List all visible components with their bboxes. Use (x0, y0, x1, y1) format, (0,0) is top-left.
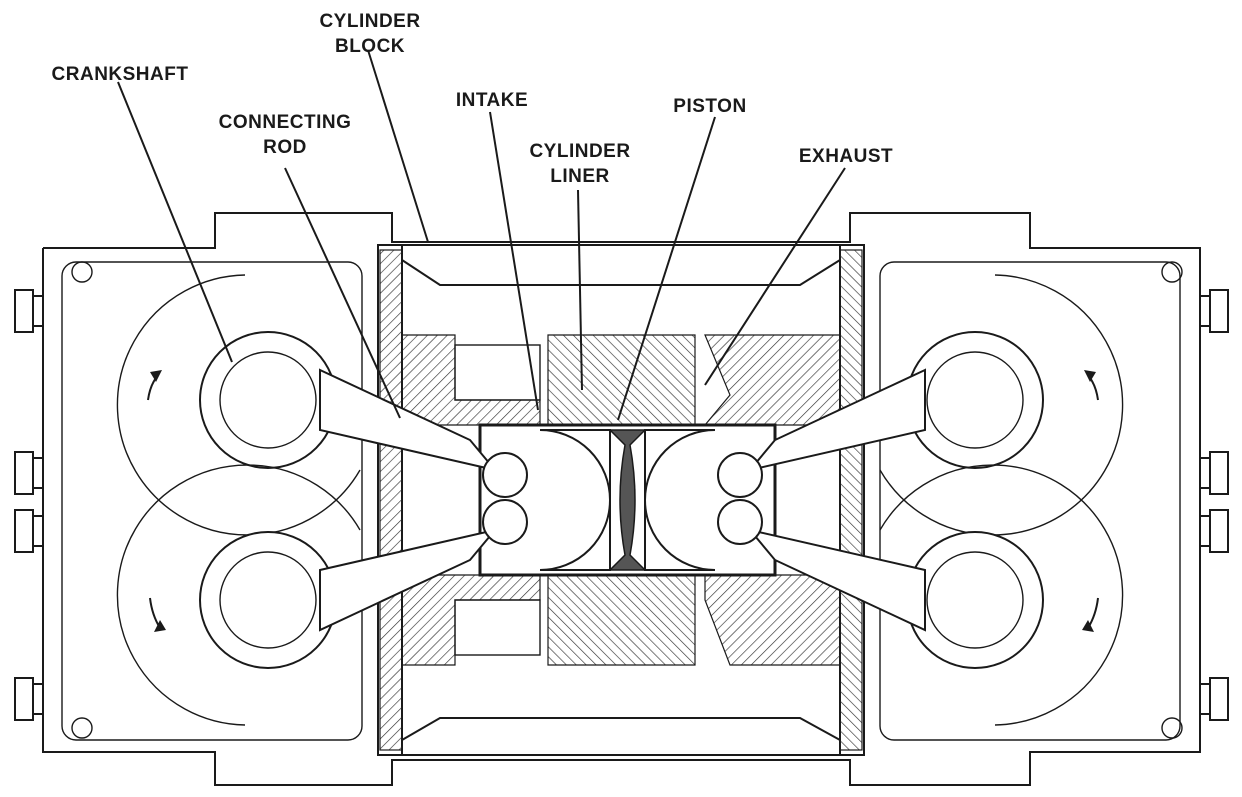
bolts (14, 289, 1229, 721)
rotation-arrow-icon (1082, 597, 1099, 632)
connecting-rods (319, 368, 926, 632)
crankshaft-left-lower (116, 464, 361, 726)
bolt-icon (14, 677, 44, 721)
labels: CYLINDER BLOCK CRANKSHAFT CONNECTING ROD… (52, 11, 893, 187)
cylinder-liner-label-line2: LINER (550, 166, 610, 187)
exhaust-label: EXHAUST (799, 146, 893, 167)
rotation-arrows (147, 370, 1099, 632)
cylinder-block (377, 244, 865, 756)
crankshaft-label: CRANKSHAFT (52, 64, 189, 85)
bolt-icon (14, 451, 44, 495)
crankshaft-left-upper (116, 274, 361, 536)
bolt-icon (14, 509, 44, 553)
connecting-rod-label-line2: ROD (263, 137, 307, 158)
cylinder-liner (401, 334, 841, 666)
rotation-arrow-icon (1084, 370, 1099, 401)
crankshaft-right-upper (879, 274, 1124, 536)
bolt-icon (1199, 289, 1229, 333)
piston-right (644, 429, 716, 571)
piston-label: PISTON (673, 96, 746, 117)
cylinder-liner-label-line1: CYLINDER (529, 141, 630, 162)
bolt-icon (1199, 677, 1229, 721)
intake-label: INTAKE (456, 90, 528, 111)
leader-lines (117, 49, 846, 421)
cylinder-block-label-line2: BLOCK (335, 36, 405, 57)
bolt-icon (1199, 451, 1229, 495)
cylinder-block-label-line1: CYLINDER (319, 11, 420, 32)
engine-housing (42, 212, 1201, 786)
connecting-rod-label-line1: CONNECTING (219, 112, 352, 133)
bolt-icon (14, 289, 44, 333)
rotation-arrow-icon (149, 597, 166, 632)
bolt-icon (1199, 509, 1229, 553)
piston-crown (608, 429, 647, 571)
piston-left (539, 429, 611, 571)
rotation-arrow-icon (147, 370, 162, 401)
